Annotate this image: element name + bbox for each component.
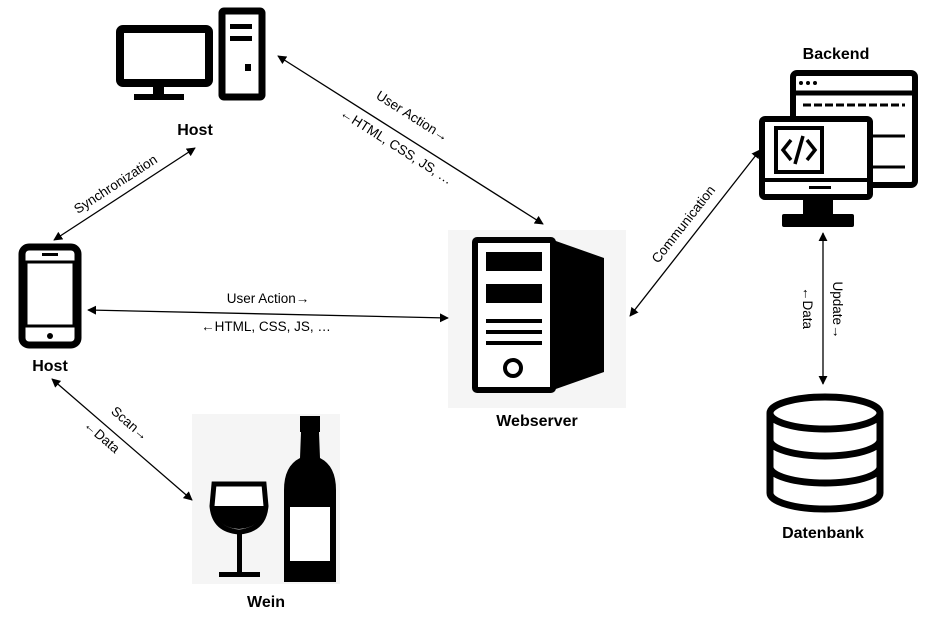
- edge-phone-desktop-label: Synchronization: [71, 152, 160, 217]
- database-icon: [766, 393, 884, 513]
- edge-webserver-backend: [629, 149, 761, 317]
- backend-label: Backend: [803, 46, 870, 63]
- edge-phone-webserver: [87, 305, 449, 323]
- edge-backend-datenbank-label-top: Update→: [830, 281, 845, 338]
- smartphone-icon: [18, 243, 82, 349]
- edge-backend-datenbank-label-bottom: ←Data: [800, 287, 815, 330]
- host-desktop-label: Host: [177, 122, 213, 139]
- datenbank-label: Datenbank: [782, 525, 864, 542]
- edge-webserver-backend-label: Communication: [649, 183, 719, 266]
- webserver-label: Webserver: [496, 413, 578, 430]
- desktop-computer-icon: [116, 7, 266, 101]
- wine-icon: [192, 414, 340, 584]
- edge-phone-webserver-label-top: User Action→: [227, 291, 310, 306]
- edge-desktop-webserver-label-bottom: ←HTML, CSS, JS, …: [338, 105, 456, 187]
- edge-phone-wein: [51, 378, 193, 501]
- code-monitor-icon: [759, 70, 918, 227]
- wein-label: Wein: [247, 594, 285, 611]
- edge-desktop-webserver: [277, 55, 544, 225]
- host-phone-label: Host: [32, 358, 68, 375]
- edge-phone-webserver-label-bottom: ←HTML, CSS, JS, …: [201, 319, 331, 334]
- server-tower-icon: [448, 230, 626, 408]
- edge-phone-desktop: [53, 147, 196, 241]
